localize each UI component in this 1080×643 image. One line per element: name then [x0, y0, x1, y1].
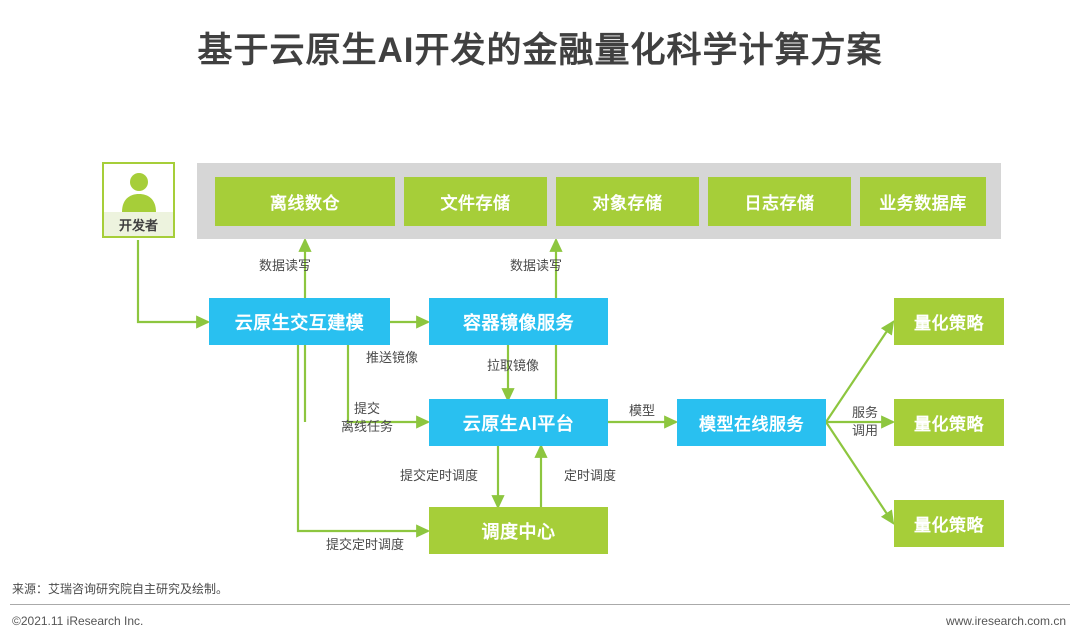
storage-box-log-storage[interactable]: 日志存储: [708, 177, 851, 226]
edge-label-submit-scheduled-dev: 提交定时调度: [325, 537, 404, 552]
edge-label-model: 模型: [628, 403, 655, 418]
edge-label-service-call-1: 服务: [851, 405, 878, 420]
page-title: 基于云原生AI开发的金融量化科学计算方案: [197, 31, 883, 70]
edge-service-to-strategy-1: [825, 320, 895, 423]
developer-label: 开发者: [104, 212, 173, 236]
edge-developer-to-modeling: [136, 240, 211, 329]
edge-label-data-rw-right: 数据读写: [509, 258, 562, 273]
edge-developer-to-scheduler: [296, 322, 431, 538]
person-icon: [104, 164, 173, 212]
node-ai-platform[interactable]: 云原生AI平台: [429, 399, 608, 446]
edge-label-data-rw-left: 数据读写: [258, 258, 311, 273]
edge-label-submit-scheduled: 提交定时调度: [399, 468, 478, 483]
node-strategy-2[interactable]: 量化策略: [894, 399, 1004, 446]
edge-label-service-call-2: 调用: [851, 423, 878, 438]
node-strategy-3[interactable]: 量化策略: [894, 500, 1004, 547]
edge-label-scheduled: 定时调度: [563, 468, 616, 483]
node-scheduler-center[interactable]: 调度中心: [429, 507, 608, 554]
website-link[interactable]: www.iresearch.com.cn: [945, 614, 1066, 628]
storage-box-business-database[interactable]: 业务数据库: [860, 177, 986, 226]
edge-label-submit-offline-2: 离线任务: [340, 419, 393, 434]
storage-box-object-storage[interactable]: 对象存储: [556, 177, 699, 226]
edge-label-pull-image: 拉取镜像: [486, 358, 539, 373]
developer-card[interactable]: 开发者: [102, 162, 175, 238]
node-container-registry[interactable]: 容器镜像服务: [429, 298, 608, 345]
source-note: 来源：艾瑞咨询研究院自主研究及绘制。: [12, 582, 229, 596]
node-model-online-service[interactable]: 模型在线服务: [677, 399, 826, 446]
node-strategy-1[interactable]: 量化策略: [894, 298, 1004, 345]
copyright-text: ©2021.11 iResearch Inc.: [12, 614, 144, 628]
edge-label-submit-offline-1: 提交: [353, 401, 380, 416]
storage-box-file-storage[interactable]: 文件存储: [404, 177, 547, 226]
edge-service-to-strategy-3: [825, 421, 895, 525]
storage-box-offline-warehouse[interactable]: 离线数仓: [215, 177, 395, 226]
node-interactive-modeling[interactable]: 云原生交互建模: [209, 298, 390, 345]
edge-developer-to-ai-platform: [346, 322, 431, 429]
edge-label-push-image: 推送镜像: [365, 350, 418, 365]
footer-divider: [10, 604, 1070, 605]
